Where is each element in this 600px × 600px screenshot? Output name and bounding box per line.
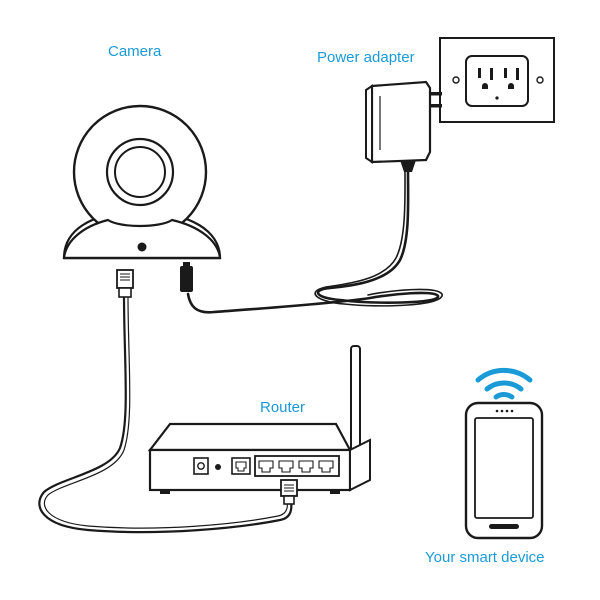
power-adapter-label: Power adapter: [317, 49, 415, 66]
camera-label: Camera: [108, 43, 162, 60]
smartphone-icon: [464, 401, 544, 540]
power-cable: [186, 170, 440, 314]
dc-plug-icon: [180, 262, 193, 292]
wifi-icon: [475, 367, 533, 400]
router-ethernet-plug-icon: [280, 479, 298, 505]
power-adapter-icon: [365, 80, 442, 172]
router-icon: [147, 345, 371, 494]
ethernet-plug-icon: [116, 269, 134, 298]
wall-outlet-icon: [439, 37, 555, 123]
ethernet-cable: [38, 295, 293, 534]
router-label: Router: [260, 399, 306, 416]
camera-icon: [62, 104, 222, 260]
smart-device-label: Your smart device: [425, 549, 545, 566]
